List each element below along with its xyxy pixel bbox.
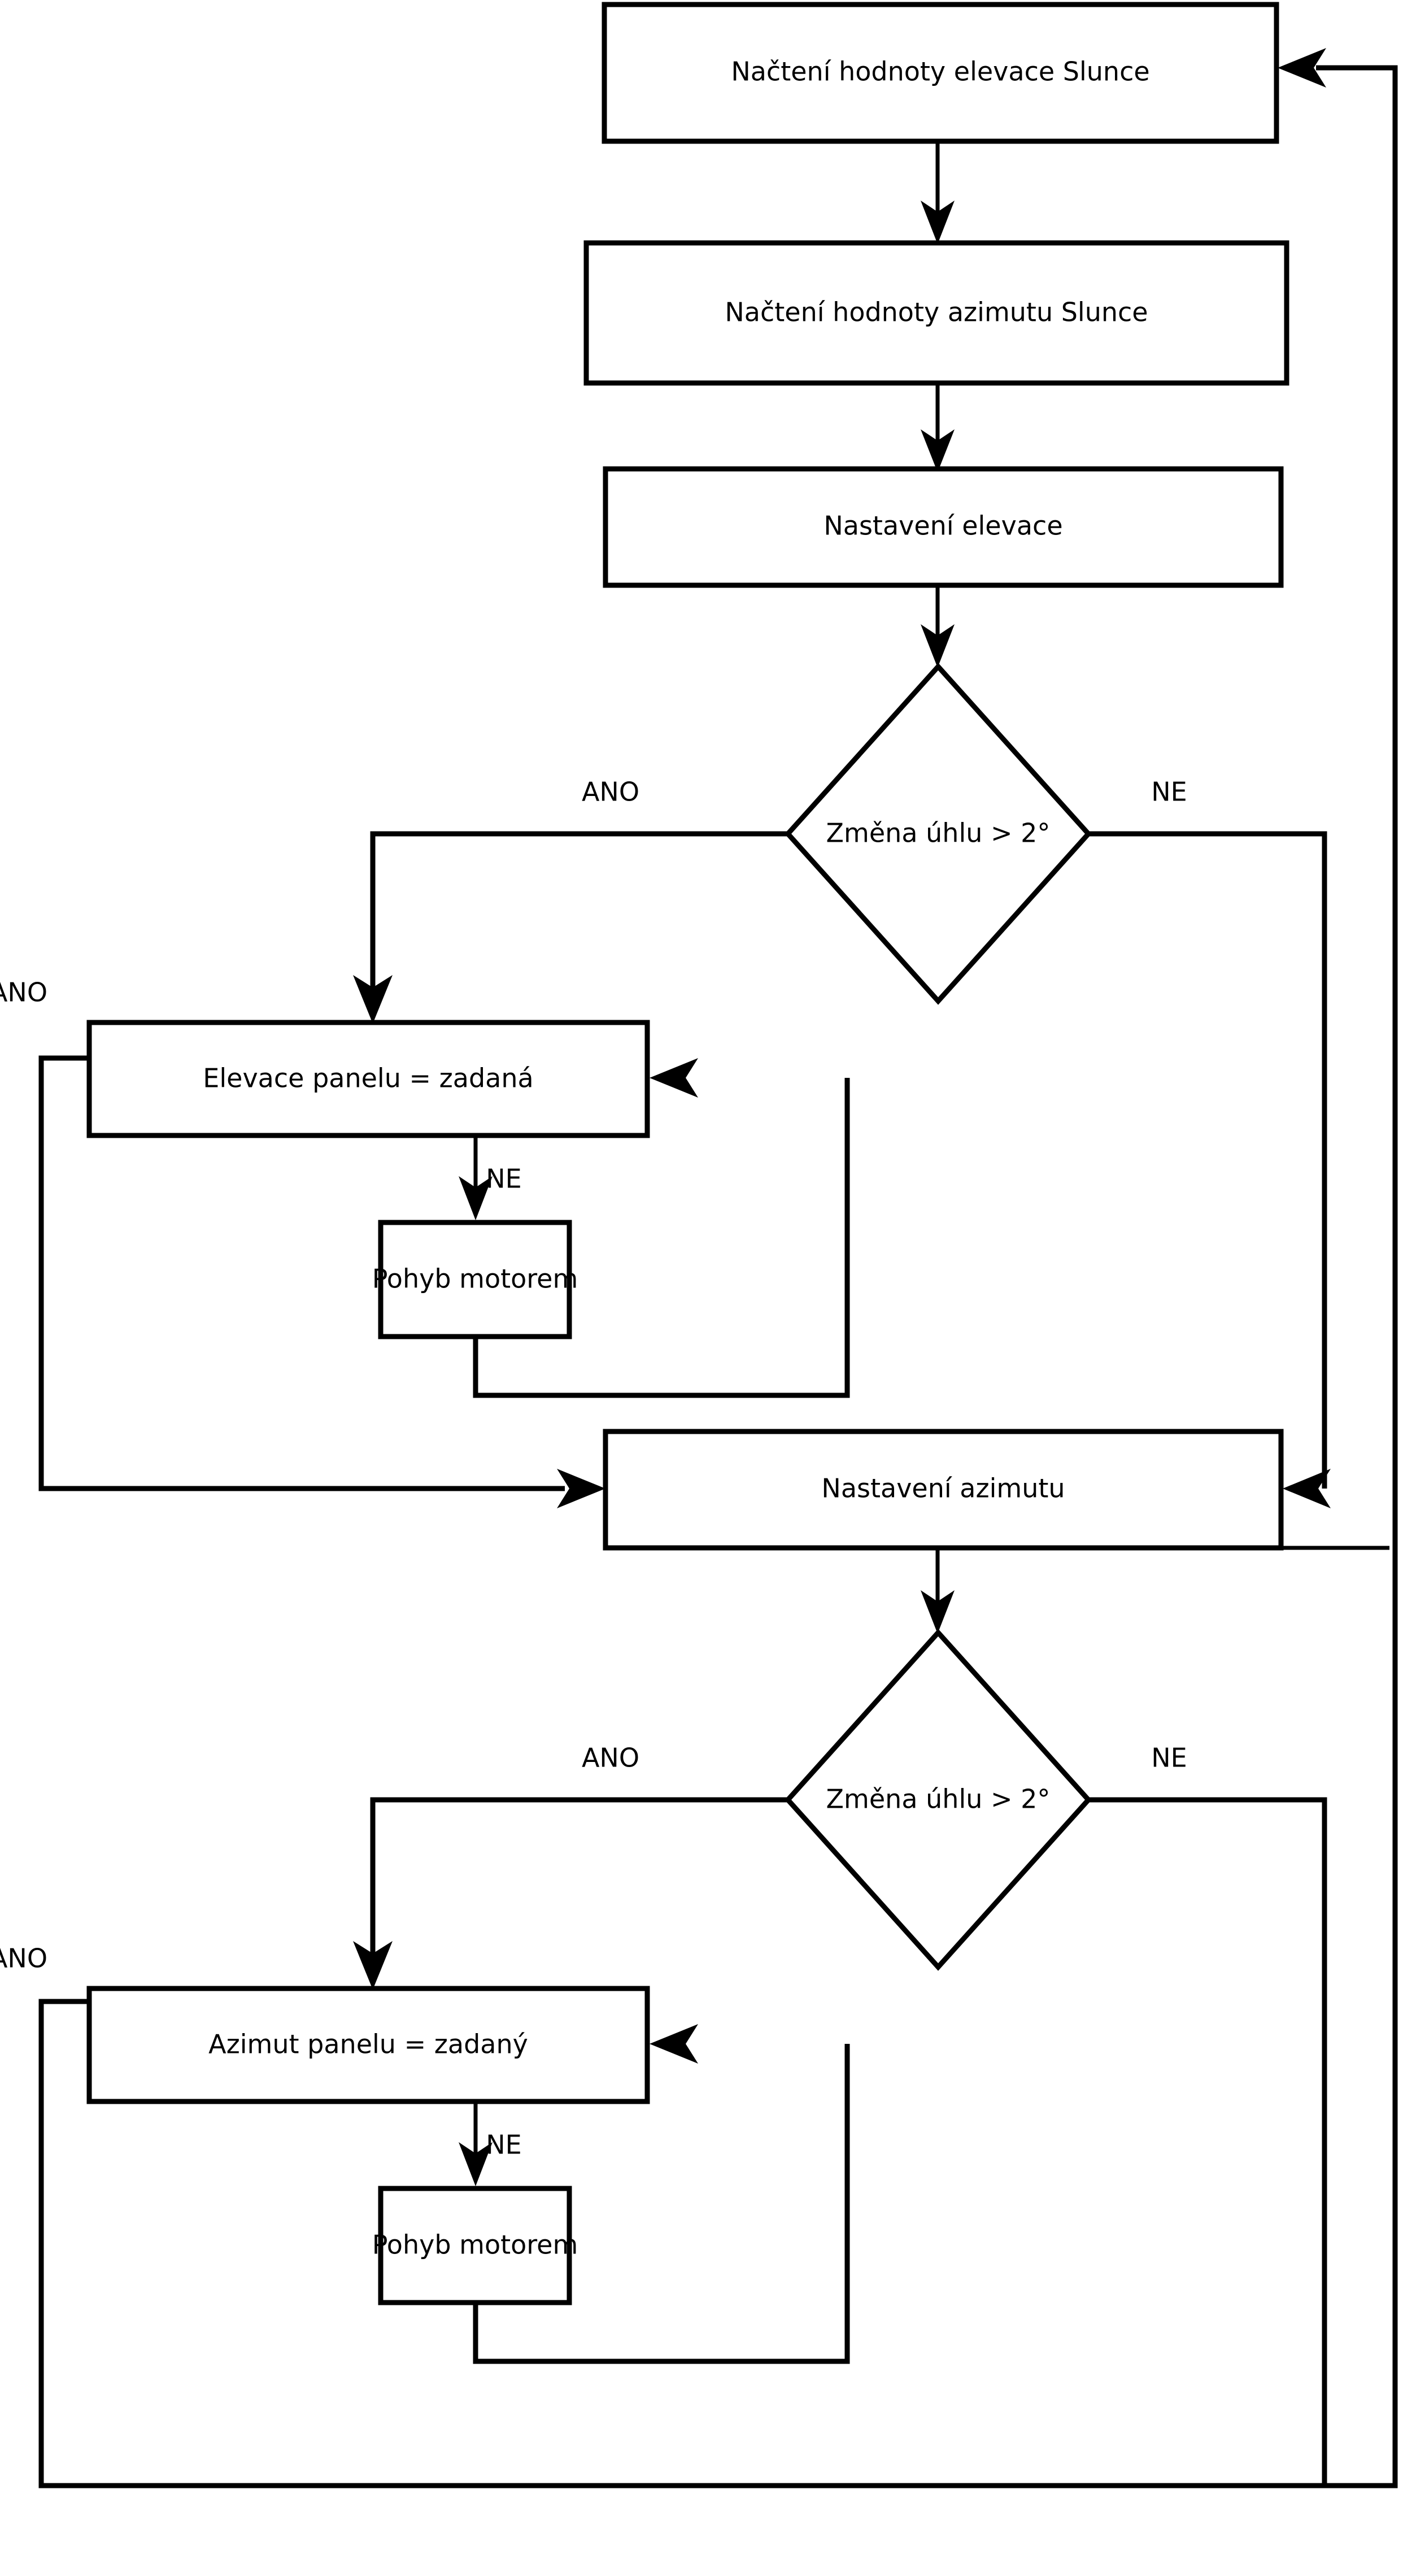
edge-set-elevation-to-decision-elevation <box>921 585 955 668</box>
node-panel-elevation-eq[interactable]: Elevace panelu = zadaná <box>86 1020 650 1138</box>
node-decision-azimuth-label: Změna úhlu > 2° <box>826 1784 1051 1814</box>
node-motor-move-azimuth-label: Pohyb motorem <box>372 2230 578 2260</box>
edge-label-decision-elevation-no: NE <box>1151 777 1187 807</box>
edge-motor-elevation-loop-back <box>473 1058 850 1398</box>
node-decision-azimuth[interactable]: Změna úhlu > 2° <box>784 1629 1092 1971</box>
edge-label-panel-elevation-no: NE <box>486 1164 521 1194</box>
node-set-azimuth-label: Nastavení azimutu <box>821 1473 1065 1504</box>
edge-label-panel-azimuth-no: NE <box>486 2130 521 2160</box>
node-panel-azimuth-eq-label: Azimut panelu = zadaný <box>208 2029 528 2060</box>
edge-panel-azimuth-no-to-motor-azimuth <box>459 2103 493 2186</box>
edge-panel-azimuth-yes-to-read-elevation <box>38 1999 1324 2488</box>
node-motor-move-elevation-label: Pohyb motorem <box>372 1264 578 1294</box>
edge-decision-azimuth-yes-to-panel-azimuth <box>353 1797 788 1990</box>
edge-read-elevation-to-read-azimuth <box>921 141 955 244</box>
edge-label-panel-azimuth-yes: ANO <box>0 1943 47 1974</box>
node-panel-azimuth-eq[interactable]: Azimut panelu = zadaný <box>86 1986 650 2104</box>
edge-label-decision-elevation-yes: ANO <box>582 777 639 807</box>
node-decision-elevation[interactable]: Změna úhlu > 2° <box>784 663 1092 1005</box>
node-read-elevation[interactable]: Načtení hodnoty elevace Slunce <box>602 2 1279 144</box>
edge-panel-elevation-no-to-motor-elevation <box>459 1137 493 1220</box>
edge-label-decision-azimuth-no: NE <box>1151 1743 1187 1773</box>
edge-motor-azimuth-loop-back <box>473 2024 850 2364</box>
edge-read-azimuth-to-set-elevation <box>921 383 955 472</box>
edge-label-panel-elevation-yes: ANO <box>0 977 47 1008</box>
edge-panel-elevation-yes-to-set-azimuth <box>38 1055 605 1508</box>
node-read-azimuth-label: Načtení hodnoty azimutu Slunce <box>725 297 1148 328</box>
node-motor-move-elevation[interactable]: Pohyb motorem <box>372 1220 578 1339</box>
node-set-elevation-label: Nastavení elevace <box>823 511 1062 541</box>
node-set-azimuth[interactable]: Nastavení azimutu <box>603 1429 1284 1551</box>
node-set-elevation[interactable]: Nastavení elevace <box>603 466 1284 588</box>
edge-decision-elevation-yes-to-panel-elevation <box>353 831 788 1024</box>
edge-decision-azimuth-no-to-read-elevation <box>1088 48 1398 2488</box>
edge-label-decision-azimuth-yes: ANO <box>582 1743 639 1773</box>
node-panel-elevation-eq-label: Elevace panelu = zadaná <box>203 1063 533 1094</box>
node-read-elevation-label: Načtení hodnoty elevace Slunce <box>731 56 1149 87</box>
edge-set-azimuth-to-decision-azimuth <box>921 1546 1389 1634</box>
edge-decision-elevation-no-to-set-azimuth <box>1088 831 1331 1508</box>
node-decision-elevation-label: Změna úhlu > 2° <box>826 818 1051 848</box>
node-read-azimuth[interactable]: Načtení hodnoty azimutu Slunce <box>583 240 1289 386</box>
node-motor-move-azimuth[interactable]: Pohyb motorem <box>372 2186 578 2305</box>
